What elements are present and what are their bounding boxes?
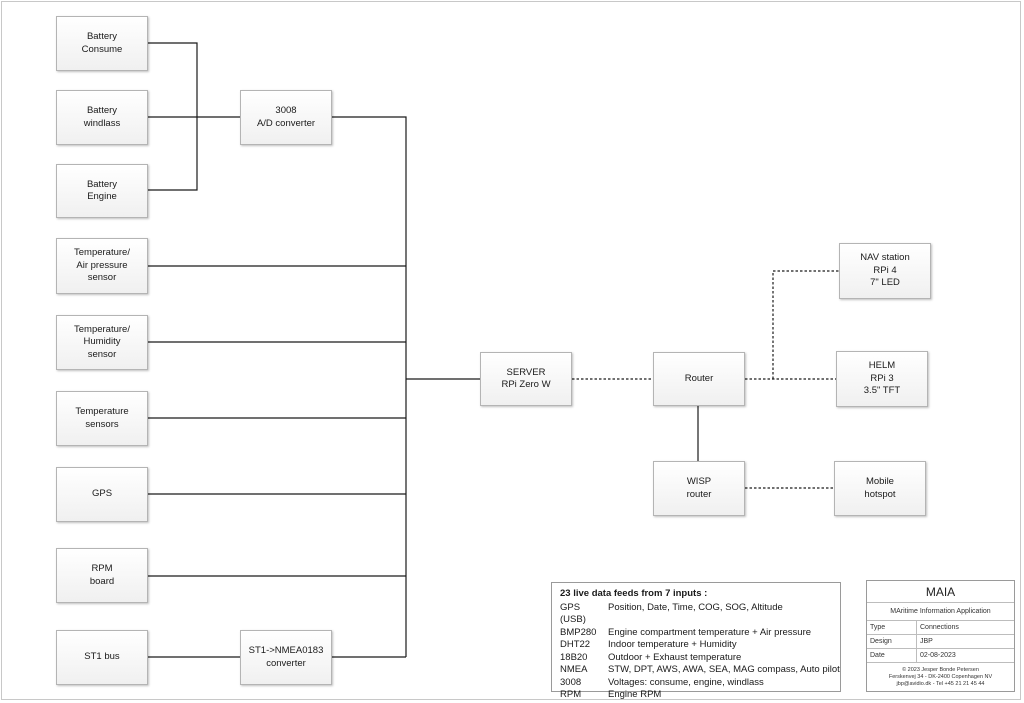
node-label: WISP router: [686, 476, 712, 500]
legend-value: Outdoor + Exhaust temperature: [608, 651, 742, 663]
legend-key: 18B20: [560, 651, 588, 663]
title-block-value: JBP: [920, 638, 933, 645]
node-label: SERVER RPi Zero W: [501, 366, 551, 391]
legend-row: BMP280 Engine compartment temperature + A…: [560, 627, 832, 640]
contact-text: jbp@avidio.dk - Tel +45 21 21 45 44: [896, 681, 985, 687]
legend-value: Voltages: consume, engine, windlass: [608, 676, 764, 688]
node-router: Router: [653, 352, 745, 406]
title-block-label: Date: [867, 649, 917, 662]
legend-row: NMEA STW, DPT, AWS, AWA, SEA, MAG compass…: [560, 664, 840, 677]
node-nmea-converter: ST1->NMEA0183 converter: [240, 630, 332, 685]
node-label: Temperature/ Humidity sensor: [74, 323, 130, 360]
title-block-row-design: Design JBP: [867, 635, 1014, 649]
title-block-label: Design: [867, 635, 917, 648]
node-st1-bus: ST1 bus: [56, 630, 148, 685]
title-block-label: Type: [867, 621, 917, 634]
title-block-row-type: Type Connections: [867, 621, 1014, 635]
node-label: NAV station RPi 4 7" LED: [860, 252, 910, 289]
legend-value: Position, Date, Time, COG, SOG, Altitude: [608, 601, 783, 613]
node-label: Battery Consume: [81, 31, 123, 55]
copyright-text: © 2023 Jesper Bonde Petersen: [902, 667, 979, 673]
address-text: Ferskenvej 34 - DK-2400 Copenhagen NV: [888, 674, 993, 680]
node-rpm-board: RPM board: [56, 548, 148, 603]
node-label: Temperature/ Air pressure sensor: [74, 247, 130, 284]
node-label: RPM board: [89, 563, 115, 587]
node-helm: HELM RPi 3 3.5" TFT: [836, 351, 928, 407]
legend-key: RPM: [560, 689, 582, 700]
node-battery-windlass: Battery windlass: [56, 90, 148, 145]
legend-key: 3008: [560, 676, 582, 688]
legend-title: 23 live data feeds from 7 inputs :: [560, 588, 708, 599]
node-gps: GPS: [56, 467, 148, 522]
node-label: Router: [684, 372, 714, 384]
node-ad-converter: 3008 A/D converter: [240, 90, 332, 145]
node-battery-consume: Battery Consume: [56, 16, 148, 71]
title-block-footer: © 2023 Jesper Bonde Petersen Ferskenvej …: [867, 663, 1014, 688]
node-label: ST1 bus: [84, 651, 120, 663]
legend-value: Indoor temperature + Humidity: [608, 639, 737, 650]
title-block: MAIA MAritime Information Application Ty…: [866, 580, 1015, 692]
legend-value: Engine compartment temperature + Air pre…: [608, 626, 812, 638]
legend-row: 3008 Voltages: consume, engine, windlass: [560, 677, 832, 690]
node-wisp-router: WISP router: [653, 461, 745, 516]
legend-key: DHT22: [560, 639, 591, 650]
title-block-value: 02-08-2023: [920, 652, 956, 659]
node-mobile-hotspot: Mobile hotspot: [834, 461, 926, 516]
node-label: Battery windlass: [83, 105, 121, 129]
node-label: Battery Engine: [86, 178, 118, 203]
legend-row: DHT22 Indoor temperature + Humidity: [560, 639, 832, 652]
legend-key: BMP280: [560, 626, 597, 638]
title-block-row-date: Date 02-08-2023: [867, 649, 1014, 663]
node-label: Mobile hotspot: [864, 476, 896, 500]
legend-key: GPS (USB): [560, 601, 586, 626]
wire-ad-converter: [332, 116, 407, 657]
node-label: Temperature sensors: [75, 406, 129, 430]
node-server: SERVER RPi Zero W: [480, 352, 572, 406]
node-battery-engine: Battery Engine: [56, 164, 148, 218]
legend-row: RPM Engine RPM: [560, 689, 832, 702]
title-block-value: Connections: [920, 624, 959, 631]
wifi-router-nav: [772, 270, 839, 379]
legend-row: GPS (USB) Position, Date, Time, COG, SOG,…: [560, 602, 832, 627]
legend-row: 18B20 Outdoor + Exhaust temperature: [560, 652, 832, 665]
node-label: HELM RPi 3 3.5" TFT: [863, 360, 901, 397]
node-label: 3008 A/D converter: [256, 105, 316, 129]
legend-key: NMEA: [560, 664, 588, 675]
title-block-subtitle: MAritime Information Application: [867, 603, 1014, 621]
node-temp-air-pressure: Temperature/ Air pressure sensor: [56, 238, 148, 294]
node-label: ST1->NMEA0183 converter: [248, 645, 324, 669]
title-block-title: MAIA: [867, 581, 1014, 603]
legend-value: STW, DPT, AWS, AWA, SEA, MAG compass, Au…: [608, 664, 840, 675]
node-temp-sensors: Temperature sensors: [56, 391, 148, 446]
node-temp-humidity: Temperature/ Humidity sensor: [56, 315, 148, 370]
legend-value: Engine RPM: [608, 689, 662, 700]
node-label: GPS: [91, 488, 113, 500]
data-feeds-legend: 23 live data feeds from 7 inputs : GPS (…: [551, 582, 841, 700]
node-nav-station: NAV station RPi 4 7" LED: [839, 243, 931, 299]
